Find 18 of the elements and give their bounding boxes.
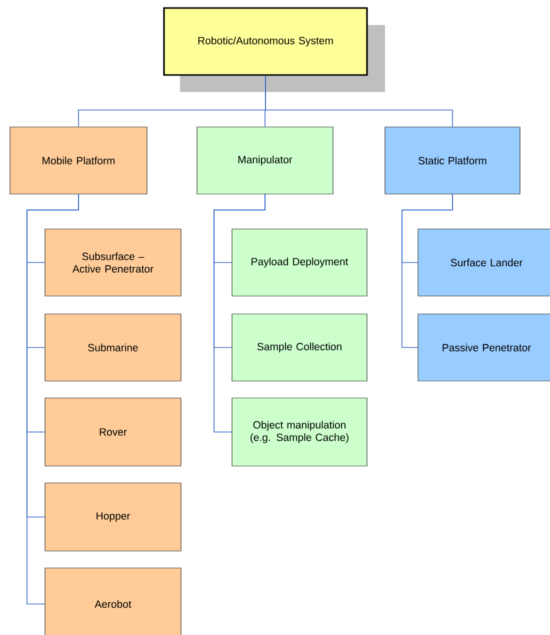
category-box: Static Platform [384,126,520,194]
item-box: Passive Penetrator [418,314,550,382]
item-box: Object manipulation (e.g. Sample Cache) [232,398,368,466]
root-box: Robotic/Autonomous System [163,7,385,92]
item-box: Aerobot [44,568,182,635]
item-box: Subsurface – Active Penetrator [44,228,182,296]
connector-line [214,194,266,432]
item-box: Submarine [44,314,182,382]
item-box: Surface Lander [418,228,550,296]
connector-line [265,75,453,128]
connector-line [402,194,453,348]
connector-line [26,194,79,604]
category-box: Mobile Platform [10,126,148,194]
category-box: Manipulator [196,126,334,194]
item-box: Hopper [44,482,182,552]
item-box: Rover [44,398,182,466]
item-box: Sample Collection [232,314,368,382]
item-box: Payload Deployment [232,228,368,296]
